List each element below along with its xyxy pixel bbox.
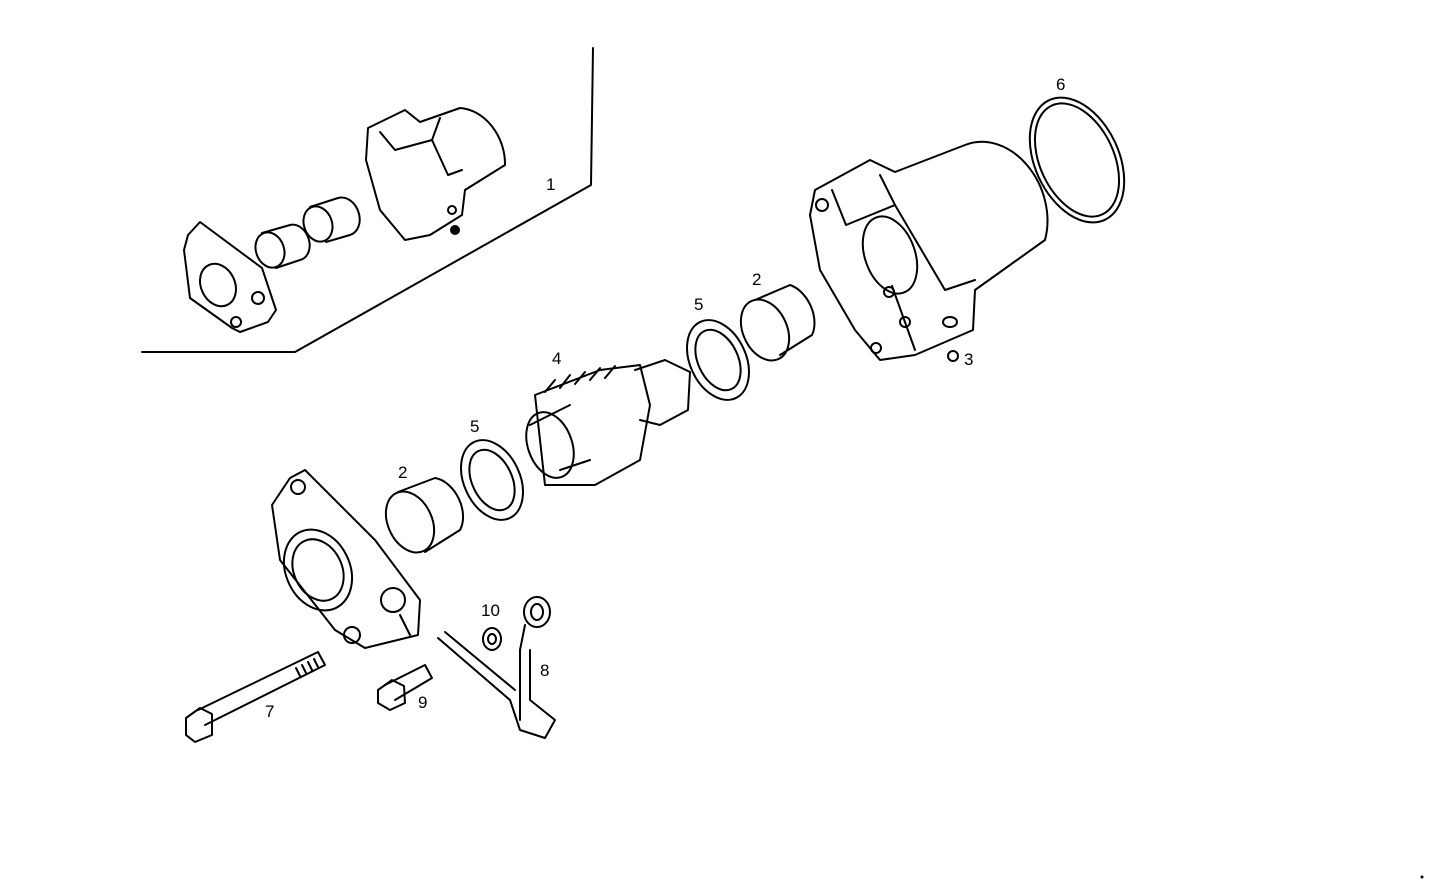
- washer-5-left: [460, 439, 524, 521]
- callout-4: 4: [552, 349, 562, 368]
- callout-8: 8: [540, 661, 550, 680]
- callout-5-right: 5: [694, 295, 704, 314]
- small-bushing-b: [302, 196, 361, 243]
- callout-6: 6: [1056, 75, 1066, 94]
- left-cover: [271, 469, 421, 649]
- o-ring-6: [1028, 96, 1126, 224]
- bushing-2-right: [739, 284, 816, 362]
- callout-1: 1: [546, 175, 556, 194]
- callout-2-right: 2: [752, 270, 762, 289]
- washer-5-right: [686, 319, 750, 401]
- callout-7: 7: [265, 702, 275, 721]
- bolt-7: [185, 651, 326, 743]
- small-housing-1: [365, 107, 507, 241]
- bolt-9: [377, 664, 433, 711]
- small-bushing-a: [254, 223, 311, 269]
- callout-9: 9: [418, 693, 428, 712]
- callout-2-left: 2: [398, 463, 408, 482]
- assembly-boundary: [141, 47, 594, 353]
- washer-10: [482, 627, 502, 651]
- callout-10: 10: [481, 601, 500, 620]
- pipe-8: [437, 596, 556, 739]
- callout-3: 3: [964, 350, 974, 369]
- callout-5-left: 5: [470, 417, 480, 436]
- small-cover-assembly-1: [183, 221, 277, 333]
- bushing-2-left: [384, 477, 465, 554]
- gear-shaft-4: [525, 359, 691, 486]
- large-housing: [809, 140, 1049, 362]
